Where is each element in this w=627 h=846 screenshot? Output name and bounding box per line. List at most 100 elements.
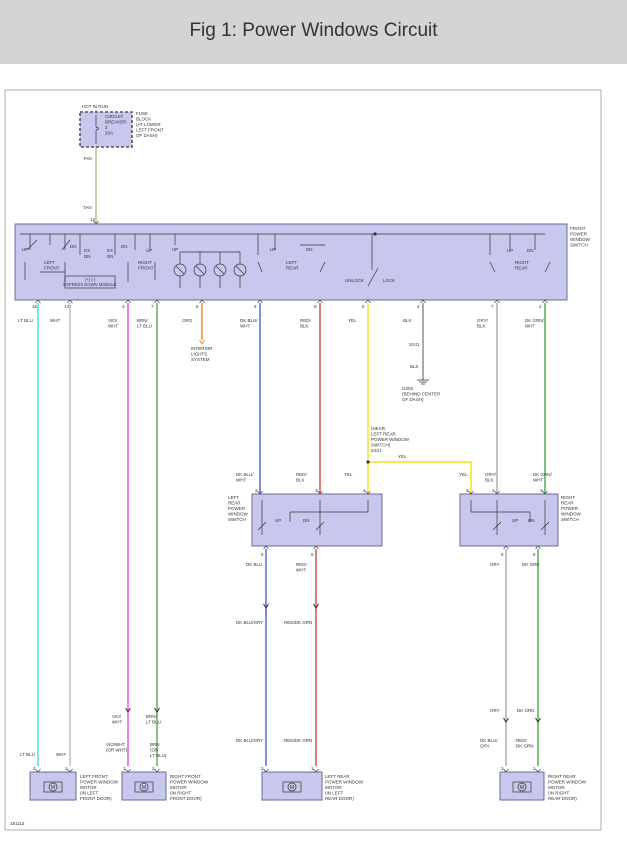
right-rear-out-pin-5: [503, 545, 509, 550]
pin-label: 5: [261, 552, 264, 557]
wire-color-label: GRY/BLK: [485, 472, 497, 483]
wire-color-label: WHT: [50, 318, 60, 323]
motor-m-label: M: [51, 785, 55, 791]
wire-color-label: RED/BLK: [300, 318, 312, 329]
pin-label: 2: [152, 766, 155, 771]
pin-label: 6: [311, 552, 314, 557]
left-rear-out-pin-6: [313, 545, 319, 550]
pin-label: 2: [501, 766, 504, 771]
wire-color-label: GRY/BLK: [477, 318, 489, 329]
motor-m-label: M: [520, 785, 524, 791]
yel-splice-dot: [366, 460, 370, 464]
switch-line: [544, 261, 551, 273]
wire-color-label: GRY: [490, 708, 500, 713]
wire-color-label: VIO/WHT(OR WHT): [106, 742, 128, 753]
express-down-module-label: (+) (-)EXPRESS DOWN MODULE: [63, 277, 116, 287]
tan-wire-label: TAN: [83, 156, 92, 161]
switch-line: [489, 261, 496, 273]
motor-symbol: [134, 781, 154, 793]
pin-label: 6: [196, 304, 199, 309]
wire-color-label: BLK: [403, 318, 412, 323]
motor-pin: [35, 768, 41, 773]
hot-in-run-label: HOT IN RUN: [82, 104, 108, 109]
pin-label: 3: [122, 304, 125, 309]
wire-color-label: RED/DK GRN: [516, 738, 534, 749]
wire-color-label: YEL: [348, 318, 357, 323]
left-rear-in-pin-3: [317, 490, 323, 495]
inline-connector: [503, 717, 509, 723]
motor-circle: [517, 782, 527, 792]
left-rear-power-window-switch: [251, 493, 383, 547]
wire-color-label: ORG: [182, 318, 193, 323]
motor-circle: [287, 782, 297, 792]
diagram-frame: [4, 89, 602, 831]
switch-line: [61, 239, 71, 251]
ex-label: EX: [84, 248, 90, 253]
motor-circle: [139, 782, 149, 792]
pin-label: 1: [123, 766, 126, 771]
pin-label: 4: [417, 304, 420, 309]
blk-wire-label: BLK: [410, 364, 419, 369]
pin-label: 5: [501, 552, 504, 557]
front-switch-pin-13: [67, 299, 73, 304]
wire-color-label: BRN/LT BLU: [137, 318, 152, 329]
pin-label: 9: [314, 304, 317, 309]
wire-color-label: LT BLU: [18, 318, 33, 323]
dn-label: DN: [528, 518, 535, 523]
motor-pin: [67, 768, 73, 773]
switch-line: [367, 267, 379, 287]
up-label: UP: [22, 247, 28, 252]
motor-pin: [154, 768, 160, 773]
switch-line: [26, 239, 38, 251]
wire-color-label: RED/WHT: [296, 562, 308, 573]
wire-color-label: RED/DK GRN: [284, 738, 312, 743]
inline-connector: [263, 603, 269, 609]
pin-label: 4: [466, 488, 469, 493]
dn-label: DN: [84, 254, 91, 259]
wire-color-label: DK BLU/GRY: [480, 738, 498, 749]
express-down-module: [64, 275, 116, 289]
motor-m-label: M: [290, 785, 294, 791]
motor-pin: [535, 768, 541, 773]
pin-label: 7: [491, 304, 494, 309]
dn-label: DN: [121, 244, 128, 249]
front-switch-pin-8: [257, 299, 263, 304]
pin-label: 4: [363, 488, 366, 493]
pin-label: 3: [540, 488, 543, 493]
left-rear-out-pin-5: [263, 545, 269, 550]
up-label: UP: [146, 248, 152, 253]
up-label: UP: [512, 518, 518, 523]
front-switch-pin-5: [365, 299, 371, 304]
wire-color-label: WHT: [56, 752, 66, 757]
pin-label: 2: [492, 488, 495, 493]
right-rear-in-pin-3: [542, 490, 548, 495]
wire-color-label: DK BLU/GRY: [236, 620, 263, 625]
motor-symbol: [512, 781, 532, 793]
wire-color-label: RED/DK GRN: [284, 620, 312, 625]
wire-color-label: DK BLU/GRY: [236, 738, 263, 743]
lamp-filament: [235, 265, 245, 275]
front-switch-pin-2: [542, 299, 548, 304]
front-switch-pin-7: [154, 299, 160, 304]
right-rear-power-window-switch: [459, 493, 559, 547]
dn-label: DN: [70, 244, 77, 249]
splice-label: S241: [409, 342, 420, 347]
wire-color-label: VIO/WHT: [108, 318, 118, 329]
wire-color-label: DK GRN/WHT: [533, 472, 553, 483]
motor-pin: [125, 768, 131, 773]
pin-label: 12: [90, 217, 96, 222]
tan-wire-label: TAN: [83, 205, 92, 210]
wire-color-label: DK BLU/WHT: [236, 472, 254, 483]
pin-label: 1: [533, 766, 536, 771]
left-rear-in-pin-2: [257, 490, 263, 495]
wire-color-label: YEL: [459, 472, 468, 477]
wire-color-label: DK BLU: [246, 562, 262, 567]
right-rear-in-pin-4: [468, 490, 474, 495]
